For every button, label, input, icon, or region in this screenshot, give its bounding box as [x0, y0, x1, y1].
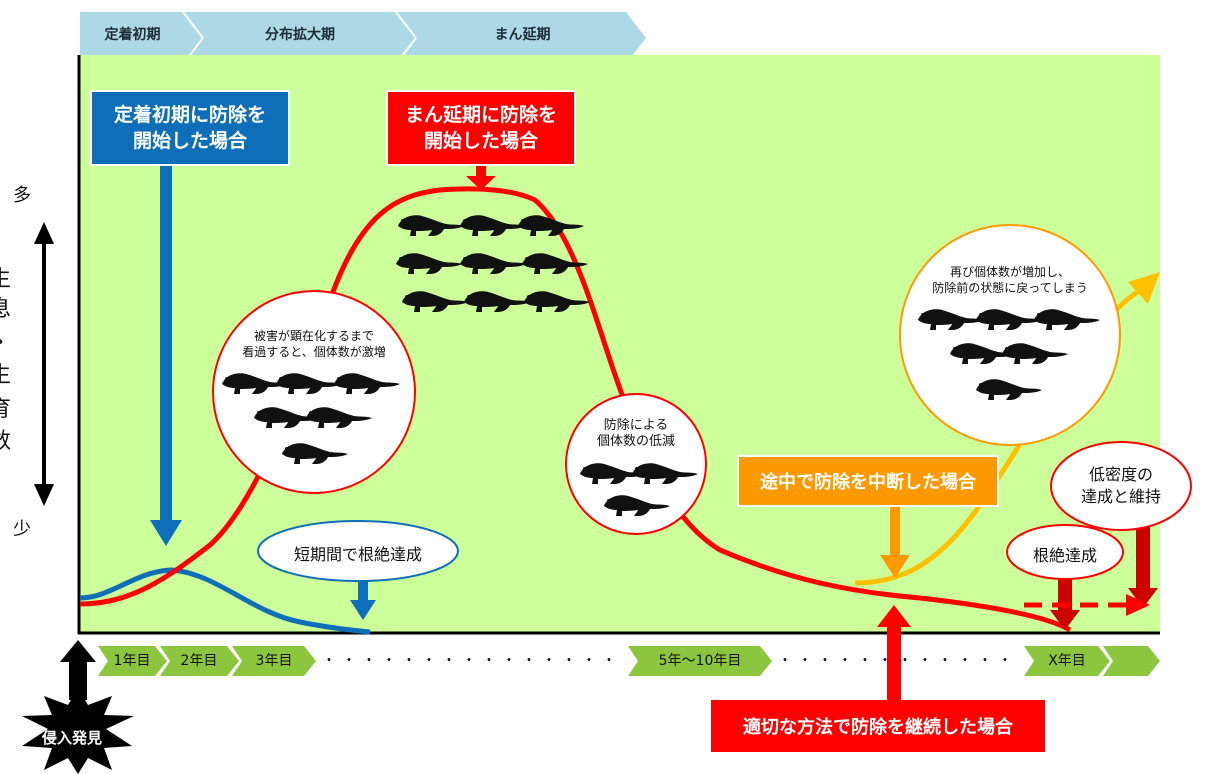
low-density-line2: 達成と維持 [1080, 487, 1161, 506]
year2-chevron [160, 646, 239, 676]
low-density-line1: 低密度の [1088, 465, 1153, 484]
phase-label-early: 定着初期 [104, 27, 161, 43]
rebound-line2: 防除前の状態に戻ってしまう [932, 281, 1088, 295]
year1-chevron [98, 646, 167, 676]
y-axis-title-char: 息 [0, 298, 22, 322]
yearX-label: X年目 [1048, 653, 1086, 669]
low-density-oval [1050, 441, 1192, 531]
rebound-circle [899, 224, 1121, 446]
timeline-dots-a: ・・・・・・・・・・・・・・・・・・・・・・・・・・・・・・・・・・ [322, 653, 622, 669]
y-axis-title-char: 生 [0, 364, 22, 388]
peak-control-curve [79, 186, 1072, 633]
phase-label-expansion: 分布拡大期 [265, 27, 335, 43]
continued-arrow [877, 605, 911, 703]
y-axis-title-char: ・ [0, 332, 22, 356]
timeline-chevrons [98, 646, 1160, 676]
y-axis-title-char: 数 [0, 430, 22, 454]
early-start-arrow [150, 166, 182, 546]
eradication-oval [1006, 524, 1124, 580]
phase-bar [80, 11, 646, 60]
y-axis-title-char: 育 [0, 398, 22, 422]
year3-chevron [232, 646, 316, 676]
peak-start-callout: まん延期に防除を開始した場合 [386, 90, 576, 166]
surge-line1: 被害が顕在化するまで [253, 329, 374, 343]
year2-label: 2年目 [180, 653, 218, 669]
early-start-line1: 定着初期に防除を [113, 104, 266, 126]
phase-early-chevron [80, 12, 203, 60]
surge-circle-text: 被害が顕在化するまで 看過すると、個体数が激増 [228, 328, 400, 360]
phase-rampant-chevron [396, 12, 646, 60]
early-control-curve [79, 567, 371, 635]
peak-start-line1: まん延期に防除を [404, 104, 557, 126]
yearX-chevron [1024, 646, 1110, 676]
eradication-arrow [1050, 570, 1080, 630]
peak-otter-group [396, 215, 590, 312]
end-chevron [1103, 646, 1160, 676]
timeline-dots-b: ・・・・・・・・・・・・・・・・・・・・・・・・・・・・・・・・・・ [778, 653, 1018, 669]
invasion-discovery-label: 侵入発見 [42, 729, 103, 747]
low-density-dashed-arrowhead [1126, 594, 1150, 616]
peak-start-line2: 開始した場合 [423, 130, 538, 152]
low-density-arrow [1128, 515, 1158, 608]
year5-10-label: 5年～10年目 [658, 653, 742, 669]
continued-callout: 適切な方法で防除を継続した場合 [711, 700, 1045, 752]
invasion-burst [22, 688, 134, 774]
low-density-oval-text: 低密度の 達成と維持 [1055, 464, 1187, 508]
rebound-arrowhead [1128, 272, 1160, 304]
early-start-line2: 開始した場合 [132, 130, 247, 152]
rebound-circle-text: 再び個体数が増加し、 防除前の状態に戻ってしまう [908, 264, 1112, 296]
phase-expansion-chevron [183, 12, 416, 60]
early-start-callout: 定着初期に防除を開始した場合 [90, 90, 290, 166]
short-term-oval [257, 520, 459, 582]
eradication-oval-text: 根絶達成 [1032, 546, 1097, 565]
y-axis-bottom-label: 少 [13, 519, 31, 540]
invasion-arrow [60, 640, 96, 700]
reduction-line1: 防除による [603, 418, 669, 433]
reduction-circle-text: 防除による 個体数の低減 [576, 418, 696, 450]
year5-10-chevron [628, 646, 772, 676]
year3-label: 3年目 [255, 653, 293, 669]
short-term-oval-text: 短期間で根絶達成 [293, 545, 422, 564]
surge-line2: 看過すると、個体数が激増 [242, 345, 386, 359]
y-axis-top-label: 多 [13, 185, 31, 206]
interrupted-callout: 途中で防除を中断した場合 [737, 455, 999, 507]
reduction-circle [565, 393, 707, 535]
y-axis-title-char: 生 [0, 268, 22, 292]
rebound-line1: 再び個体数が増加し、 [949, 265, 1070, 279]
year1-label: 1年目 [113, 653, 151, 669]
peak-start-arrow [466, 166, 496, 190]
phase-label-rampant: まん延期 [494, 27, 551, 43]
y-axis-double-arrow [34, 222, 54, 506]
interrupted-arrow [880, 507, 910, 578]
reduction-line2: 個体数の低減 [596, 434, 675, 449]
short-term-arrow [350, 580, 376, 620]
